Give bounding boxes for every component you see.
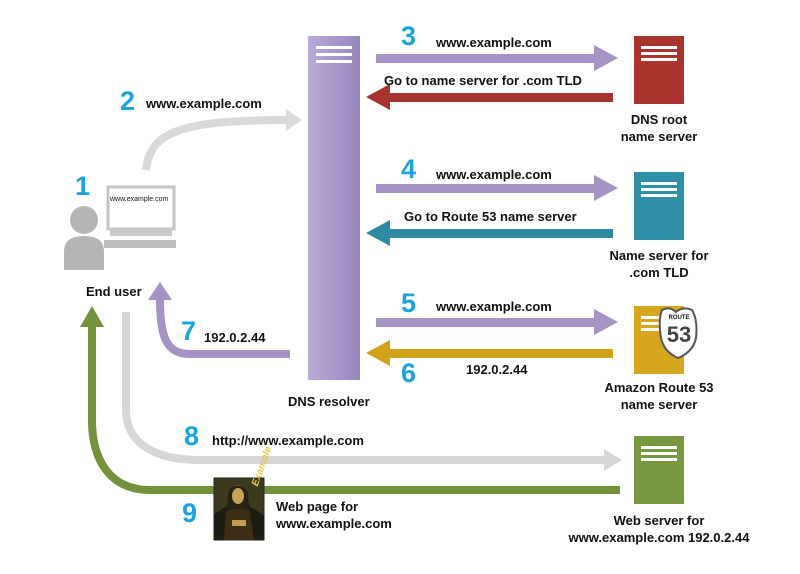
arrow-step-8	[122, 312, 622, 471]
step-4-number: 4	[401, 154, 417, 184]
root-label-line1: DNS root	[630, 112, 688, 127]
step-9-label-line1: Web page for	[276, 499, 359, 514]
arrow-step-9	[80, 306, 620, 494]
arrow-step-5-request	[376, 309, 618, 335]
step-9-number: 9	[182, 498, 198, 528]
step-2-label: www.example.com	[146, 96, 262, 111]
arrow-step-7	[148, 282, 290, 358]
step-3-number: 3	[401, 21, 417, 51]
webpage-thumbnail-icon	[213, 477, 265, 541]
step-4-request-label: www.example.com	[436, 167, 552, 182]
route53-badge-icon	[658, 307, 698, 360]
arrow-step-4-request	[376, 175, 618, 201]
monitor-screen-text: www.example.com	[110, 196, 169, 203]
arrow-step-3-request	[376, 45, 618, 71]
arrow-step-2	[142, 109, 302, 171]
step-6-response-label: 192.0.2.44	[466, 362, 528, 377]
server-icon-web	[634, 436, 684, 504]
server-icon-root	[634, 36, 684, 104]
dns-resolver-tower	[308, 36, 360, 380]
step-3-response-label: Go to name server for .com TLD	[384, 73, 582, 88]
step-3-request-label: www.example.com	[436, 35, 552, 50]
web-label-line1: Web server for	[613, 513, 705, 528]
arrow-step-6-response	[366, 340, 613, 366]
arrow-step-4-response	[366, 220, 613, 246]
route53-badge-top: ROUTE	[668, 315, 690, 321]
step-5-number: 5	[401, 288, 417, 318]
step-1-number: 1	[75, 171, 91, 201]
resolver-label: DNS resolver	[288, 394, 370, 409]
step-8-label: http://www.example.com	[212, 433, 364, 448]
step-2-number: 2	[120, 86, 136, 116]
step-7-label: 192.0.2.44	[204, 330, 266, 345]
server-icon-tld	[634, 172, 684, 240]
step-6-number: 6	[401, 358, 417, 388]
tld-label-line1: Name server for	[609, 248, 709, 263]
step-5-request-label: www.example.com	[436, 299, 552, 314]
web-label-line2: www.example.com 192.0.2.44	[568, 530, 750, 545]
step-9-label-line2: www.example.com	[276, 516, 392, 531]
step-8-number: 8	[184, 421, 200, 451]
step-7-number: 7	[181, 316, 197, 346]
monitor-icon	[104, 185, 176, 248]
route53-label-line1: Amazon Route 53	[604, 380, 714, 395]
route53-badge-number: 53	[666, 322, 692, 347]
tld-label-line2: .com TLD	[629, 265, 689, 280]
root-label-line2: name server	[620, 129, 698, 144]
arrow-step-3-response	[366, 84, 613, 110]
end-user-label: End user	[86, 284, 142, 299]
user-icon	[64, 206, 104, 270]
step-4-response-label: Go to Route 53 name server	[404, 209, 577, 224]
route53-label-line2: name server	[620, 397, 698, 412]
